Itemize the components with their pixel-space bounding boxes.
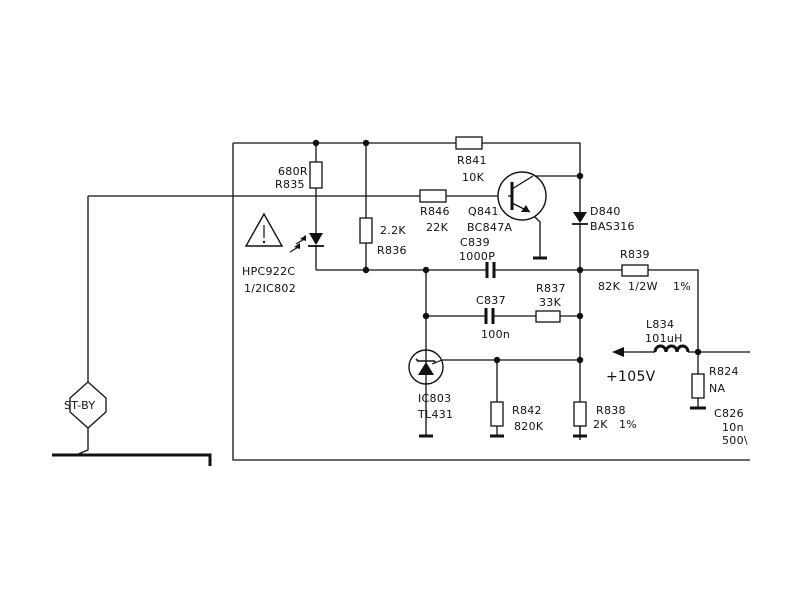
junction-dot (694, 348, 702, 356)
ic803-part-label: TL431 (417, 408, 453, 421)
r839-rating-label: 1/2W (628, 280, 658, 293)
r841-value-label: 10K (462, 171, 485, 184)
resistor-r838-symbol (573, 401, 587, 427)
r837-value-label: 33K (539, 296, 562, 309)
supply-voltage-label: +105V (606, 369, 656, 385)
c839-ref-label: C839 (460, 236, 490, 249)
q841-value-label: BC847A (467, 221, 513, 234)
capacitor-c839-symbol (485, 262, 496, 278)
inductor-l834-symbol (653, 344, 690, 353)
junction-dot (576, 172, 584, 180)
c837-ref-label: C837 (476, 294, 506, 307)
q841-ref-label: Q841 (468, 205, 499, 218)
resistor-r846-symbol (419, 189, 447, 203)
c826-ref-label: C826 (714, 407, 744, 420)
r835-ref-label: R835 (275, 178, 305, 191)
ground-bus-line (52, 453, 212, 466)
d840-ref-label: D840 (590, 205, 621, 218)
resistor-r835-symbol (309, 161, 323, 189)
diode-d840-symbol (572, 212, 588, 225)
resistor-r837-symbol (535, 310, 561, 323)
junction-dot (312, 139, 320, 147)
optocoupler-unit-label: 1/2IC802 (244, 282, 296, 295)
r839-tolerance-label: 1% (673, 280, 691, 293)
shunt-regulator-ic803-symbol (408, 349, 444, 385)
transistor-q841-symbol (497, 171, 547, 221)
r836-ref-label: R836 (377, 244, 407, 257)
r824-value-label: NA (709, 382, 726, 395)
r838-ref-label: R838 (596, 404, 626, 417)
r839-ref-label: R839 (620, 248, 650, 261)
r837-ref-label: R837 (536, 282, 566, 295)
c839-value-label: 1000P (459, 250, 495, 263)
r838-tolerance-label: 1% (619, 418, 637, 431)
c837-value-label: 100n (481, 328, 510, 341)
l834-ref-label: L834 (646, 318, 674, 331)
labels: 680R R835 R841 10K R846 22K Q841 BC847A … (64, 154, 748, 447)
junction-dot (576, 312, 584, 320)
junction-dot (576, 356, 584, 364)
junction-dot (362, 266, 370, 274)
supply-arrow-icon (612, 347, 640, 357)
optocoupler-part-label: HPC922C (242, 265, 295, 278)
d840-value-label: BAS316 (590, 220, 635, 233)
r835-value-label: 680R (278, 165, 308, 178)
junction-dot (362, 139, 370, 147)
ground-symbols (419, 256, 587, 438)
r842-ref-label: R842 (512, 404, 542, 417)
c826-voltage-label: 500\ (722, 434, 748, 447)
warning-triangle-icon (244, 212, 284, 247)
resistor-r841-symbol (455, 136, 483, 150)
ic803-ref-label: IC803 (418, 392, 451, 405)
r839-value-label: 82K (598, 280, 621, 293)
r846-ref-label: R846 (420, 205, 450, 218)
r838-value-label: 2K (593, 418, 608, 431)
r841-ref-label: R841 (457, 154, 487, 167)
resistor-r836-symbol (359, 217, 373, 244)
r836-value-label: 2.2K (380, 224, 406, 237)
resistor-r824-symbol (691, 373, 705, 399)
junction-dot (493, 356, 501, 364)
standby-connector-symbol (69, 381, 107, 429)
junction-dot (576, 266, 584, 274)
capacitor-c837-symbol (484, 308, 495, 324)
c826-value-label: 10n (722, 421, 744, 434)
standby-net-label: ST-BY (64, 399, 95, 412)
resistor-r839-symbol (621, 264, 649, 277)
l834-value-label: 101uH (645, 332, 683, 345)
junction-dots (312, 139, 702, 364)
optocoupler-led-symbol (289, 233, 324, 253)
resistor-r842-symbol (490, 401, 504, 427)
r824-ref-label: R824 (709, 365, 739, 378)
wires (75, 142, 750, 461)
junction-dot (422, 312, 430, 320)
r846-value-label: 22K (426, 221, 449, 234)
junction-dot (422, 266, 430, 274)
r842-value-label: 820K (514, 420, 544, 433)
